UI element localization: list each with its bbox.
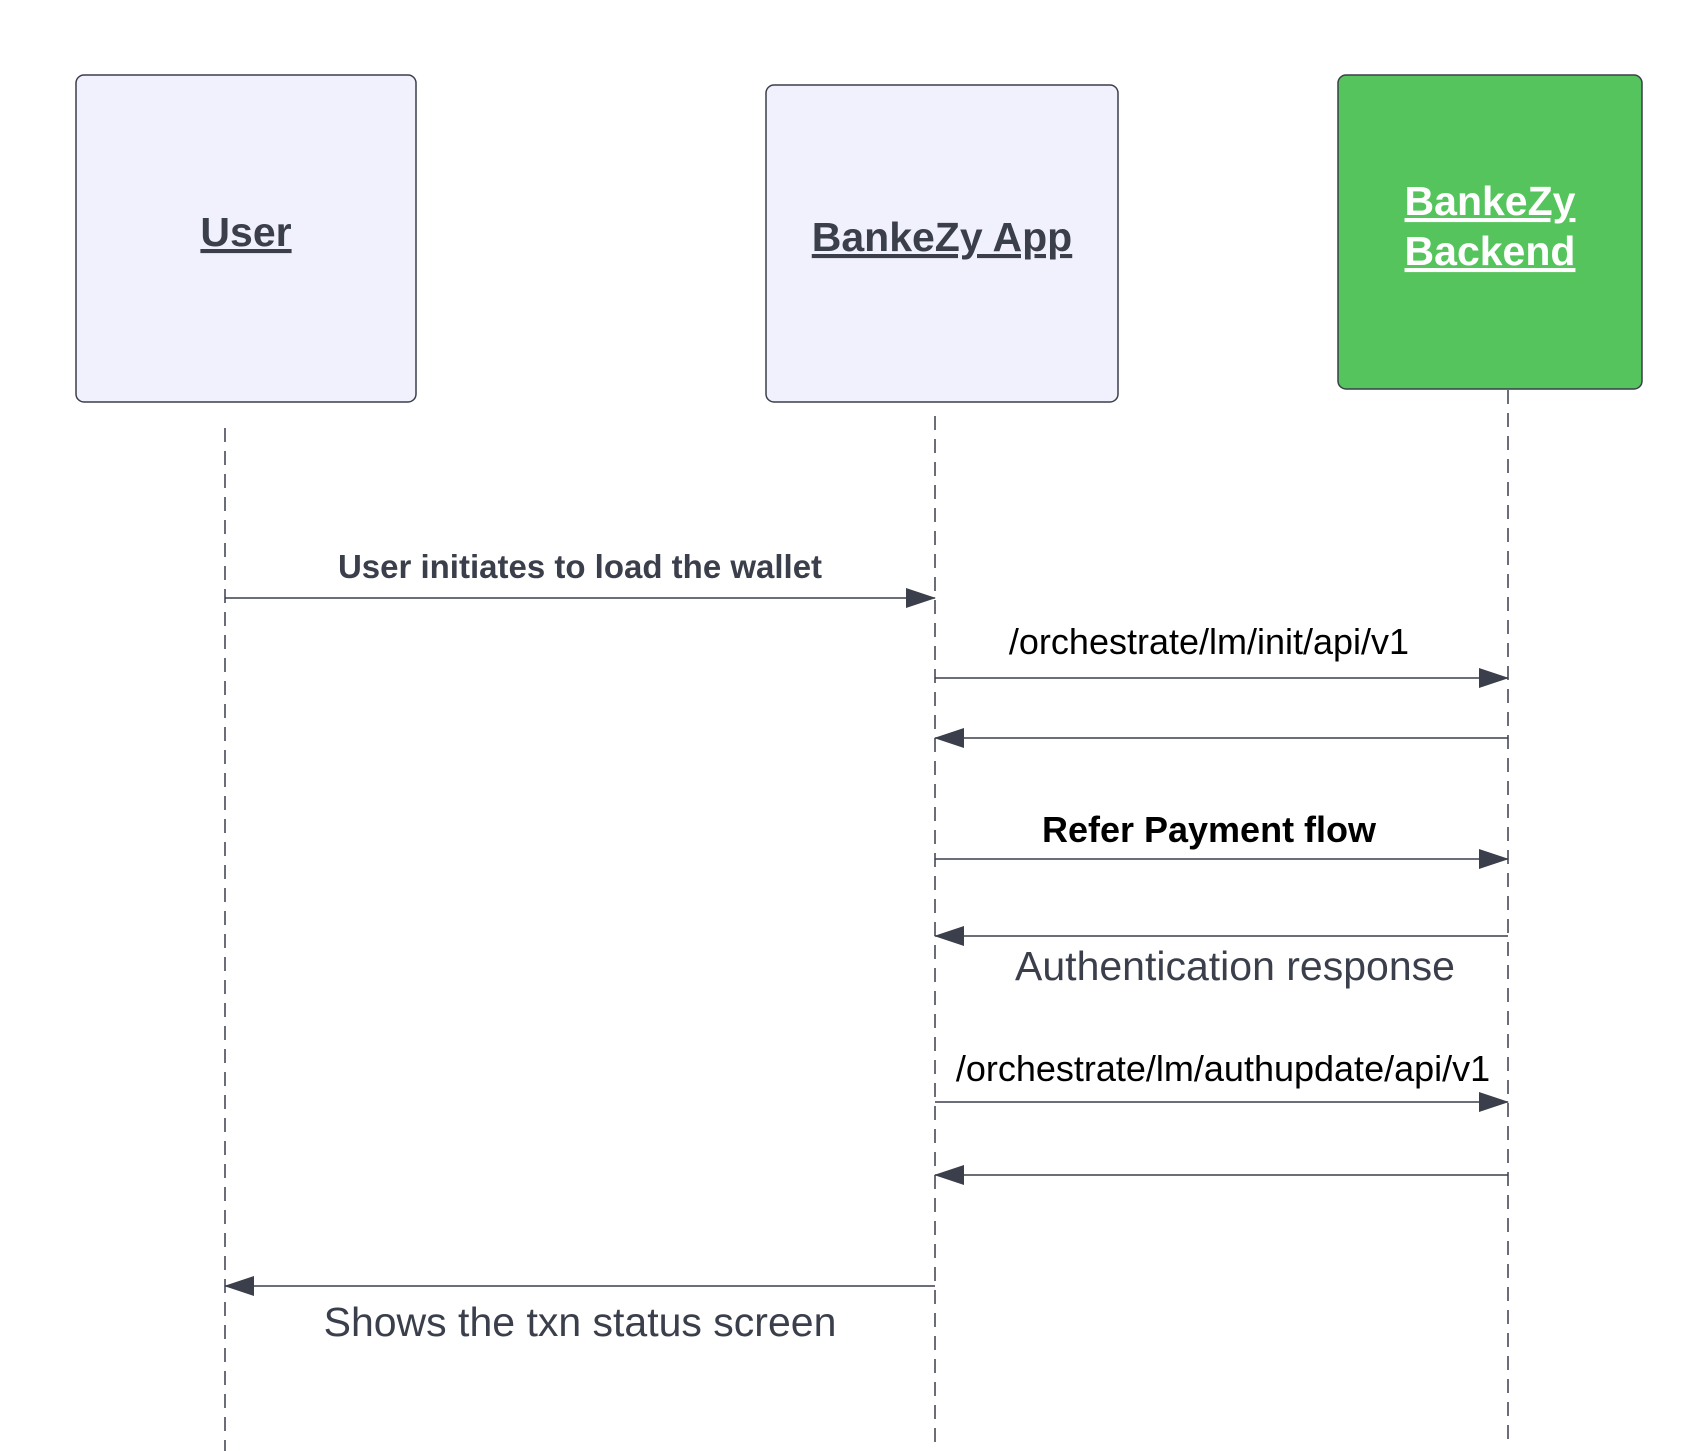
participant-backend-label-line1: BankeZy	[1405, 178, 1576, 224]
message-label-init-api: /orchestrate/lm/init/api/v1	[1009, 621, 1409, 662]
message-label-auth-response: Authentication response	[1015, 943, 1455, 989]
message-label-txn-status: Shows the txn status screen	[324, 1299, 837, 1345]
participant-app-label: BankeZy App	[812, 214, 1072, 260]
message-label-load-wallet: User initiates to load the wallet	[338, 548, 822, 585]
participant-backend-box	[1337, 74, 1643, 390]
participant-user-box	[75, 74, 417, 403]
participant-user-label: User	[200, 209, 291, 255]
message-label-authupdate-api: /orchestrate/lm/authupdate/api/v1	[956, 1048, 1490, 1089]
message-label-payment-flow: Refer Payment flow	[1042, 809, 1377, 850]
participant-backend-label-line2: Backend	[1405, 228, 1576, 274]
participant-app-box	[765, 84, 1119, 403]
